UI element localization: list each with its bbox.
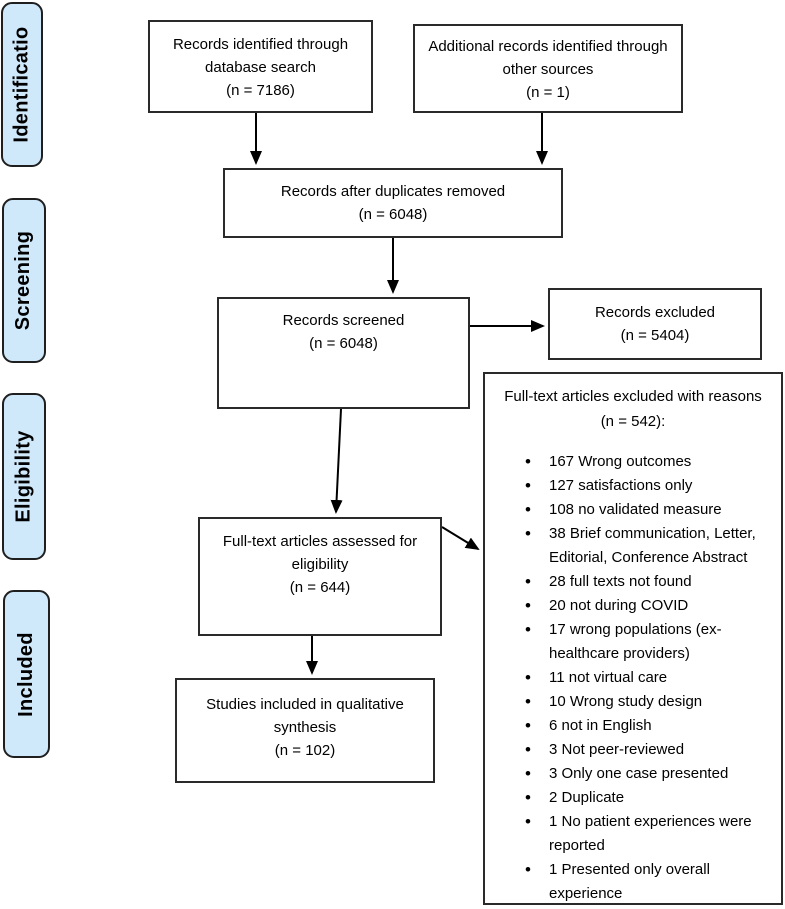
exclusion-reason-item: 167 Wrong outcomes: [485, 450, 781, 474]
box-records-excluded-count: (n = 5404): [620, 327, 690, 344]
exclusion-reason-item: 11 not virtual care: [485, 666, 781, 690]
box-records-screened-label: Records screened: [282, 312, 405, 329]
exclusion-reason-item: 6 not in English: [485, 714, 781, 738]
box-additional-records-sources: Additional records identified through ot…: [413, 24, 683, 113]
box-records-identified-database: Records identified through database sear…: [148, 20, 373, 113]
box-fulltext-excluded-reasons: Full-text articles excluded with reasons…: [483, 372, 783, 905]
stage-label-included-text: Included: [15, 631, 38, 717]
exclusion-reason-item: 108 no validated measure: [485, 498, 781, 522]
exclusion-reason-item: 1 Presented only overall experience: [485, 858, 781, 906]
box-fulltext-excluded-reasons-count: (n = 542):: [600, 413, 666, 430]
exclusion-reason-item: 2 Duplicate: [485, 786, 781, 810]
exclusion-reason-item: 28 full texts not found: [485, 570, 781, 594]
stage-label-identification-text: Identificatio: [10, 26, 33, 143]
box-fulltext-excluded-reasons-label: Full-text articles excluded with reasons: [504, 388, 762, 405]
box-studies-included-label: Studies included in qualitative synthesi…: [206, 696, 404, 736]
exclusion-reason-item: 10 Wrong study design: [485, 690, 781, 714]
box-fulltext-assessed-count: (n = 644): [289, 579, 351, 596]
box-additional-records-sources-label: Additional records identified through ot…: [428, 38, 668, 78]
box-records-screened: Records screened (n = 6048): [217, 297, 470, 409]
exclusion-reason-item: 3 Only one case presented: [485, 762, 781, 786]
box-duplicates-removed-count: (n = 6048): [358, 206, 428, 223]
box-fulltext-assessed: Full-text articles assessed for eligibil…: [198, 517, 442, 636]
exclusion-reasons-list: 167 Wrong outcomes127 satisfactions only…: [485, 450, 781, 906]
exclusion-reason-item: 20 not during COVID: [485, 594, 781, 618]
box-records-identified-database-count: (n = 7186): [226, 82, 295, 99]
box-duplicates-removed: Records after duplicates removed (n = 60…: [223, 168, 563, 238]
box-studies-included-count: (n = 102): [274, 742, 336, 759]
stage-label-eligibility-text: Eligibility: [12, 430, 35, 523]
stage-label-identification: Identificatio: [1, 2, 43, 167]
stage-label-screening: Screening: [2, 198, 46, 363]
box-fulltext-assessed-label: Full-text articles assessed for eligibil…: [222, 533, 418, 573]
exclusion-reason-item: 38 Brief communication, Letter, Editoria…: [485, 522, 781, 570]
box-studies-included: Studies included in qualitative synthesi…: [175, 678, 435, 783]
box-records-identified-database-label: Records identified through database sear…: [172, 36, 349, 76]
stage-label-eligibility: Eligibility: [2, 393, 46, 560]
exclusion-reason-item: 127 satisfactions only: [485, 474, 781, 498]
box-records-screened-count: (n = 6048): [309, 335, 378, 352]
box-records-excluded-label: Records excluded: [594, 304, 716, 321]
stage-label-included: Included: [3, 590, 50, 758]
exclusion-reason-item: 1 No patient experiences were reported: [485, 810, 781, 858]
exclusion-reason-item: 3 Not peer-reviewed: [485, 738, 781, 762]
arrow-assessed-to-ft-excluded: [441, 526, 480, 551]
arrow-screened-to-assessed: [330, 408, 343, 514]
exclusion-reason-item: 17 wrong populations (ex-healthcare prov…: [485, 618, 781, 666]
box-duplicates-removed-label: Records after duplicates removed: [280, 183, 506, 200]
box-records-excluded: Records excluded (n = 5404): [548, 288, 762, 360]
stage-label-screening-text: Screening: [12, 230, 35, 331]
box-additional-records-sources-count: (n = 1): [526, 84, 570, 101]
